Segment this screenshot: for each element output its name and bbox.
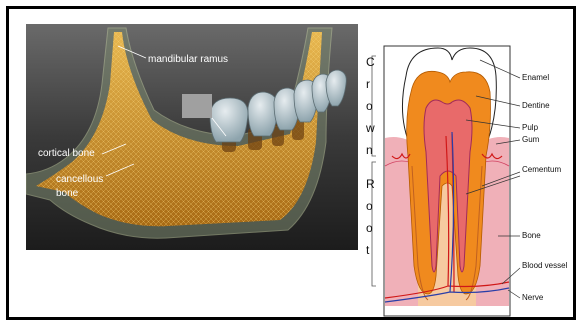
label-blood-vessel: Blood vessel bbox=[522, 261, 568, 270]
svg-text:C: C bbox=[366, 55, 375, 69]
svg-text:r: r bbox=[366, 77, 370, 91]
label-mandibular-ramus: mandibular ramus bbox=[148, 54, 228, 65]
premolar-tooth-1 bbox=[248, 92, 278, 136]
svg-text:t: t bbox=[366, 243, 370, 257]
redaction-box bbox=[182, 94, 212, 118]
svg-text:n: n bbox=[366, 143, 373, 157]
label-gum: Gum bbox=[522, 135, 540, 144]
svg-text:R: R bbox=[366, 177, 375, 191]
label-cancellous-bone-2: bone bbox=[56, 188, 79, 199]
svg-text:o: o bbox=[366, 199, 373, 213]
svg-text:o: o bbox=[366, 99, 373, 113]
label-bone: Bone bbox=[522, 231, 541, 240]
molar-tooth bbox=[210, 98, 248, 142]
tooth-cross-section: C r o w n R o o t bbox=[362, 16, 580, 322]
label-cancellous-bone-1: cancellous bbox=[56, 174, 103, 185]
svg-text:o: o bbox=[366, 221, 373, 235]
label-dentine: Dentine bbox=[522, 101, 550, 110]
crown-side-label: C r o w n bbox=[365, 55, 375, 157]
label-cementum: Cementum bbox=[522, 165, 561, 174]
root-side-label: R o o t bbox=[366, 177, 375, 257]
svg-text:w: w bbox=[365, 121, 375, 135]
label-cortical-bone: cortical bone bbox=[38, 148, 95, 159]
label-nerve: Nerve bbox=[522, 293, 544, 302]
label-pulp: Pulp bbox=[522, 123, 539, 132]
side-brackets bbox=[372, 56, 376, 286]
label-enamel: Enamel bbox=[522, 73, 549, 82]
mandible-illustration: mandibular ramus cortical bone cancellou… bbox=[26, 24, 358, 250]
